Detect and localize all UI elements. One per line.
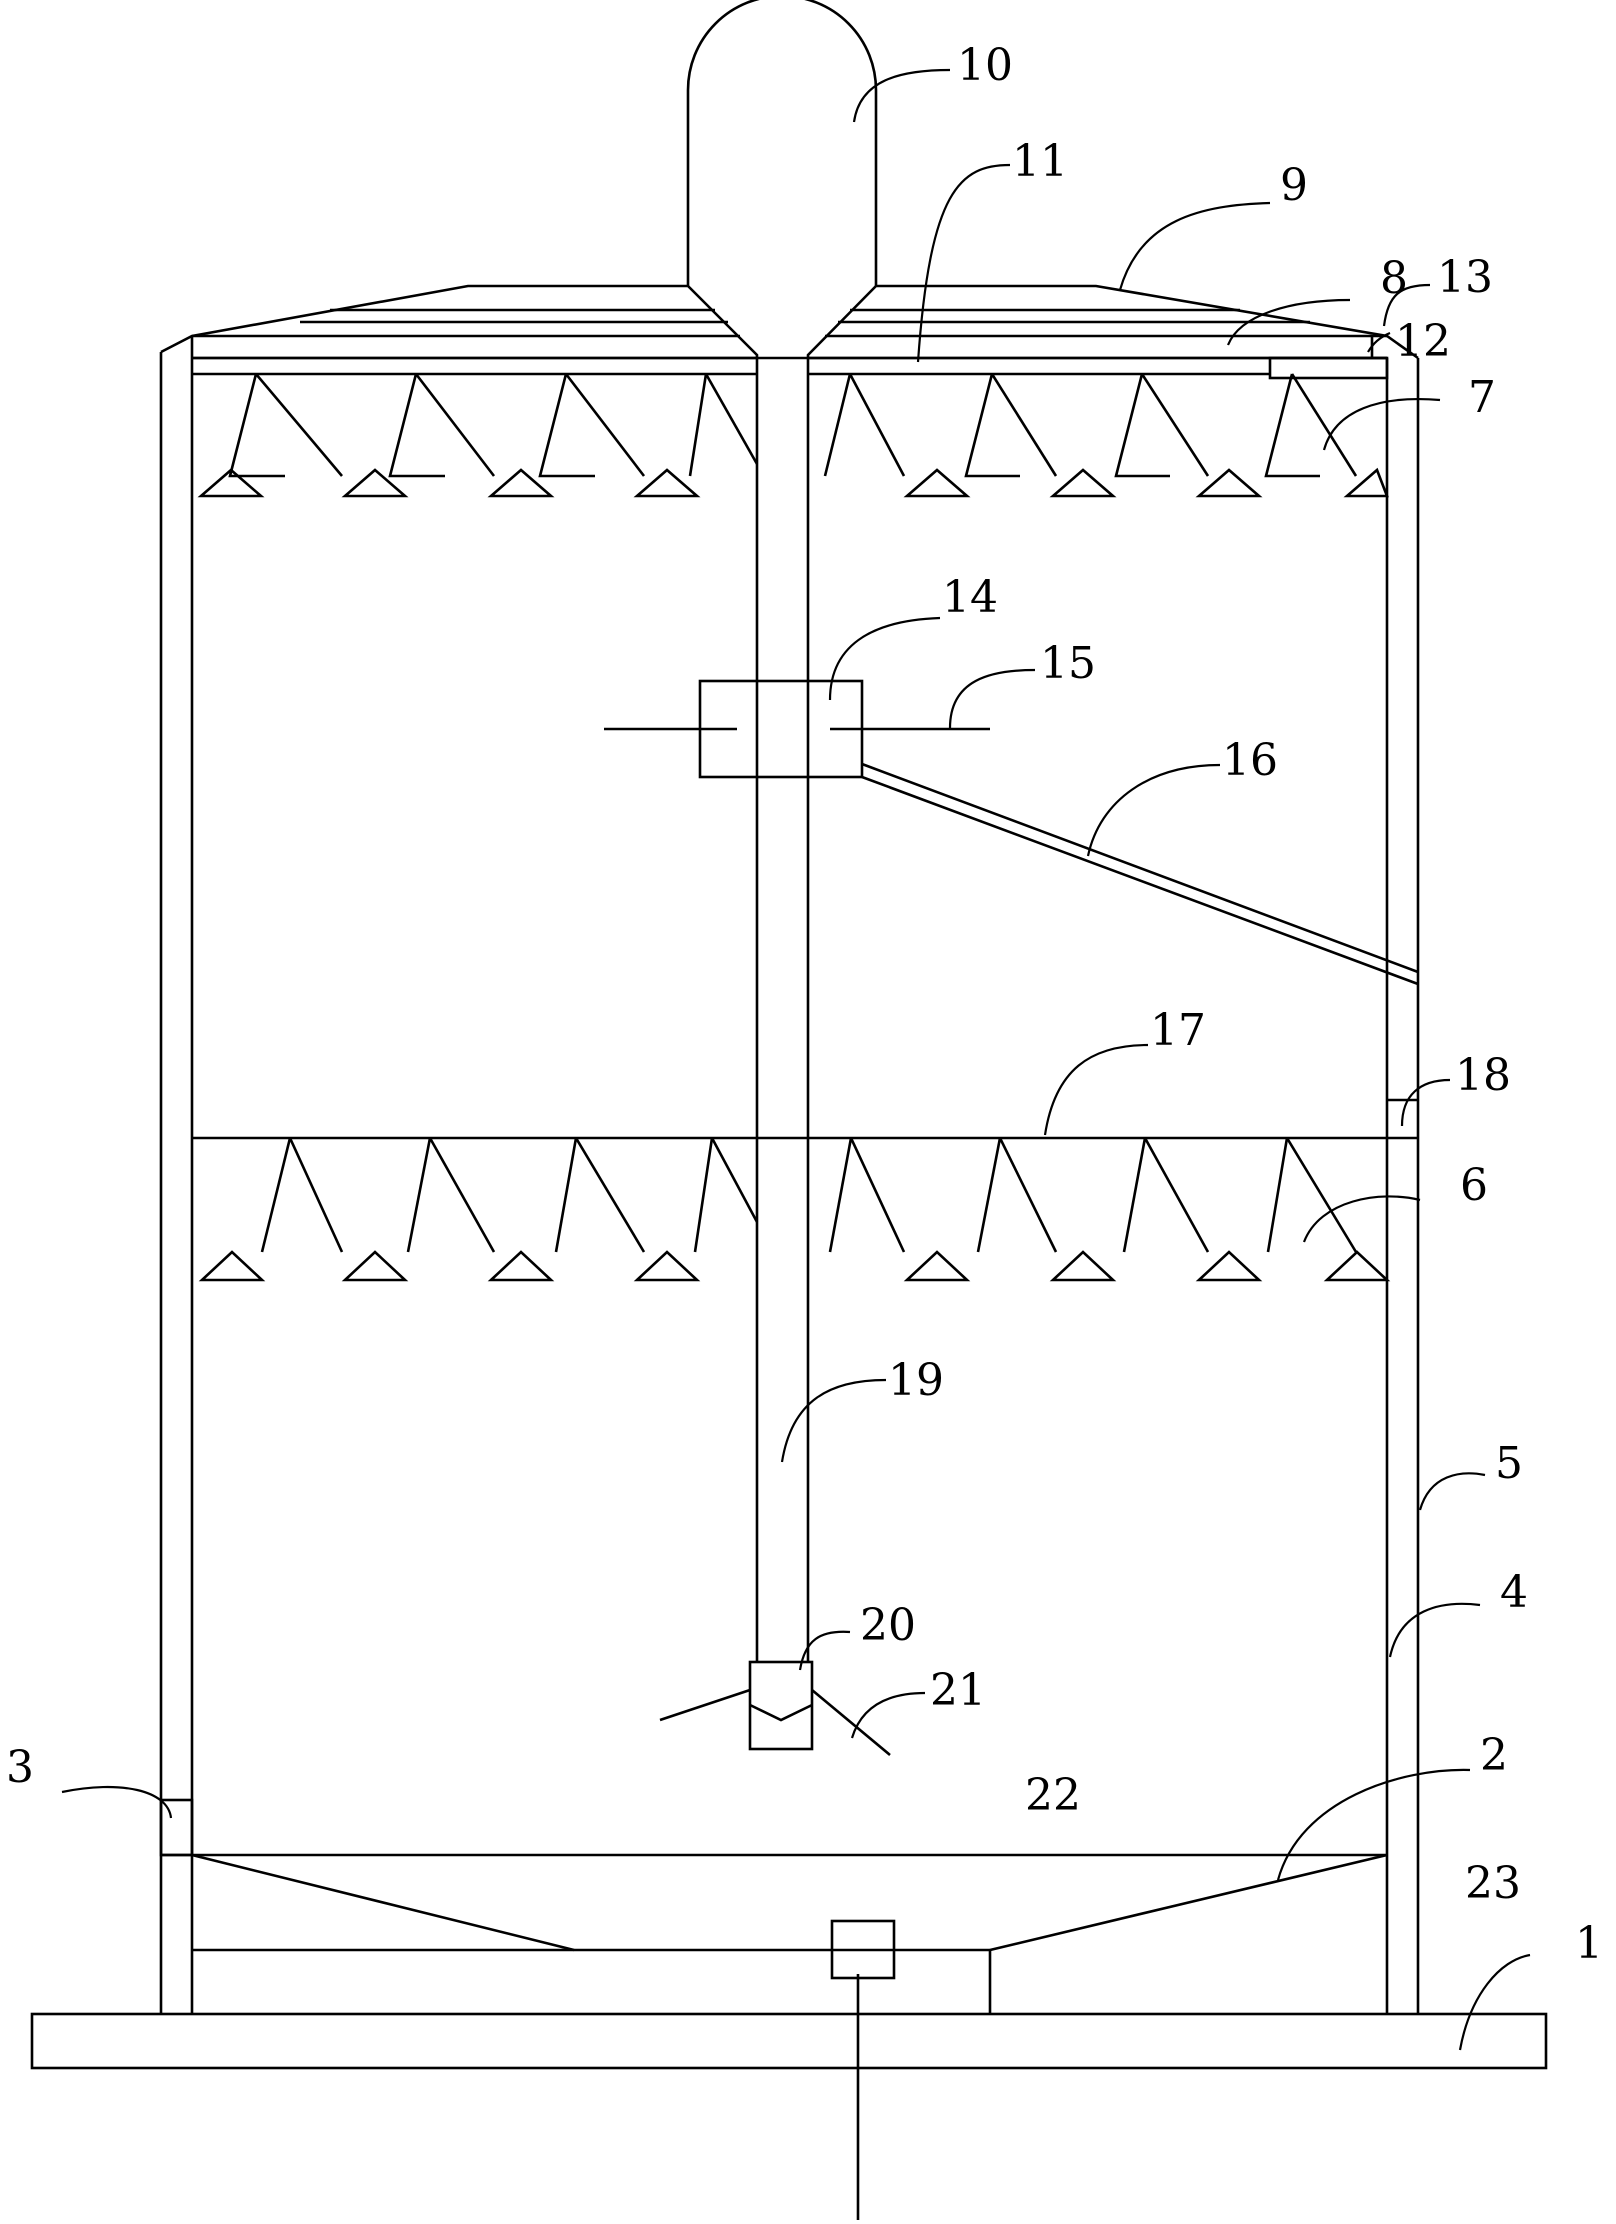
pipe-fitting [1268,356,1389,380]
label-4: 4 [1500,1567,1528,1618]
label-2: 2 [1480,1730,1508,1781]
label-5: 5 [1495,1438,1523,1489]
lower-nozzle-heads [198,1250,1391,1282]
label-12: 12 [1395,316,1451,367]
spray-head-cone [749,1703,813,1722]
exhaust-dome [686,0,878,286]
label-18: 18 [1455,1050,1511,1101]
hopper-left [191,1853,575,1952]
base-plate [30,2012,1548,2070]
lower-nozzle-row [260,1137,1358,1253]
label-13: 13 [1437,252,1493,303]
spray-head [748,1660,814,1751]
leader-lines [61,68,1531,2051]
label-23: 23 [1465,1858,1521,1909]
label-21: 21 [930,1665,986,1716]
label-15: 15 [1040,638,1096,689]
label-6: 6 [1460,1160,1488,1211]
deflector-right [811,1689,891,1756]
inclined-chute-bottom [861,775,1419,986]
label-22: 22 [1025,1770,1081,1821]
upper-nozzle-heads [197,467,1389,498]
label-17: 17 [1150,1005,1206,1056]
label-16: 16 [1222,735,1278,786]
label-9: 9 [1280,160,1308,211]
label-1: 1 [1575,1918,1603,1969]
top-cover-right [806,284,1419,374]
label-20: 20 [860,1600,916,1651]
label-11: 11 [1012,136,1068,187]
label-7: 7 [1468,372,1496,423]
label-14: 14 [942,572,998,623]
upper-nozzle-row [228,373,1358,478]
label-8: 8 [1380,253,1408,304]
hopper-right [989,1853,1388,1952]
side-inlet [159,1798,194,1857]
deflector-left [659,1688,751,1722]
drain-valve [830,1919,896,1980]
label-19: 19 [888,1355,944,1406]
label-3: 3 [6,1742,34,1793]
top-cover-left [160,284,759,374]
label-10: 10 [957,40,1013,91]
inclined-chute-top [861,762,1419,974]
